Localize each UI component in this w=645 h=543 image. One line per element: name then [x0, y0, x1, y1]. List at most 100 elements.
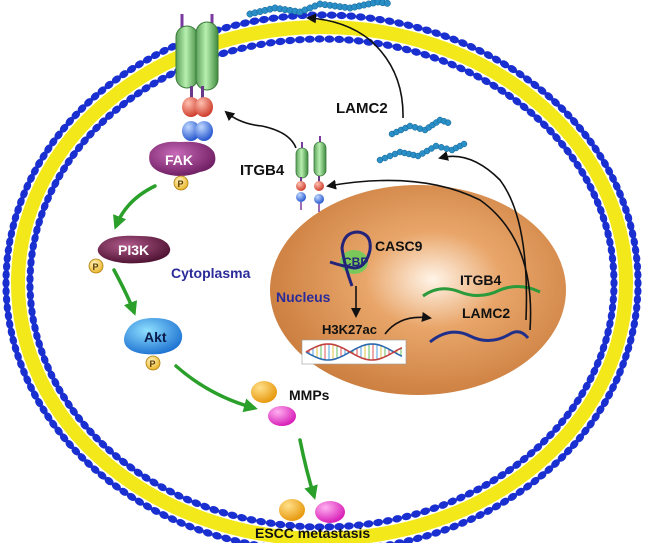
lipid-head: [624, 343, 633, 354]
lipid-head: [304, 35, 315, 43]
lipid-head: [30, 166, 39, 176]
lipid-head: [64, 157, 73, 167]
lipid-head: [191, 499, 202, 508]
lipid-head: [401, 512, 412, 521]
lipid-head: [33, 225, 41, 236]
lipid-head: [275, 520, 286, 529]
lipid-head: [27, 257, 35, 268]
lipid-head: [499, 497, 510, 506]
lipid-head: [44, 144, 53, 154]
lipid-head: [578, 388, 587, 399]
lipid-head: [111, 105, 121, 114]
lipid-head: [382, 41, 393, 49]
lipid-head: [631, 245, 640, 256]
lipid-head: [392, 43, 403, 51]
lipid-head: [35, 158, 44, 169]
lipid-head: [515, 487, 525, 496]
lipid-head: [126, 65, 137, 74]
lipid-head: [563, 410, 572, 420]
lipid-head: [590, 366, 599, 376]
lipid-head: [607, 310, 616, 321]
lipid-head: [275, 37, 286, 46]
lipid-head: [314, 523, 325, 531]
lipid-head: [2, 294, 11, 305]
lipid-head: [47, 186, 56, 196]
lipid-head: [44, 362, 52, 373]
lipid-head: [633, 261, 642, 272]
lipid-head: [551, 98, 560, 107]
lipid-head: [6, 319, 14, 330]
lipid-head: [440, 526, 451, 534]
lipid-head: [475, 46, 485, 55]
lipid-head: [126, 492, 137, 501]
lipid-head: [546, 430, 555, 440]
lipid-head: [411, 48, 421, 56]
lipid-head: [227, 511, 238, 520]
lipid-head: [26, 290, 35, 301]
svg-text:P: P: [150, 359, 156, 369]
lipid-head: [539, 120, 549, 130]
lipid-head: [597, 350, 605, 361]
lipid-head: [631, 310, 640, 321]
lipid-head: [557, 139, 567, 149]
fak-protein: FAK P: [149, 141, 216, 191]
lipid-head: [600, 397, 609, 408]
lipid-head: [411, 510, 421, 518]
lipid-head: [483, 506, 494, 515]
lipid-head: [26, 265, 35, 276]
lipid-head: [134, 497, 145, 506]
lipid-head: [633, 294, 642, 305]
lipid-head: [582, 175, 591, 185]
lipid-head: [265, 39, 276, 47]
lipid-head: [394, 19, 405, 27]
lipid-head: [126, 94, 136, 103]
lipid-head: [458, 519, 468, 527]
lipid-head: [630, 236, 638, 247]
lipid-head: [149, 478, 159, 487]
lipid-head: [343, 36, 354, 44]
lipid-head: [363, 520, 374, 528]
lipid-head: [11, 343, 20, 354]
lipid-head: [230, 21, 241, 29]
lipid-head: [596, 405, 605, 415]
lipid-head: [118, 99, 129, 109]
lipid-head: [256, 40, 267, 49]
lipid-head: [353, 521, 364, 529]
lipid-head: [317, 11, 327, 19]
lipid-head: [591, 412, 600, 422]
lipid-head: [4, 310, 13, 321]
lipid-head: [605, 390, 614, 400]
lipid-head: [28, 249, 36, 260]
lipid-head: [28, 306, 36, 317]
lipid-head: [422, 532, 432, 540]
lipid-head: [74, 143, 84, 153]
lipid-head: [626, 335, 635, 346]
lipid-head: [438, 501, 449, 509]
lipid-head: [185, 522, 195, 531]
lipid-head: [246, 516, 257, 524]
lipid-head: [35, 338, 43, 349]
lipid-head: [447, 497, 458, 506]
lipid-head: [573, 396, 582, 406]
lipid-head: [489, 81, 499, 90]
lipid-head: [119, 487, 129, 496]
lipid-head: [609, 261, 617, 272]
lipid-head: [602, 221, 610, 232]
mmps-cluster: [251, 381, 296, 426]
lipid-head: [608, 253, 617, 264]
lipid-head: [84, 459, 93, 468]
lipid-head: [420, 50, 431, 59]
lipid-head: [2, 278, 10, 288]
lipid-head: [90, 465, 100, 474]
lipid-head: [141, 84, 151, 93]
lipid-head: [523, 482, 533, 491]
lipid-head: [491, 502, 502, 511]
escc-metastasis-label: ESCC metastasis: [255, 525, 370, 541]
lipid-head: [526, 108, 536, 117]
lipid-head: [578, 167, 587, 178]
lipid-head: [30, 390, 39, 400]
lipid-head: [165, 487, 176, 496]
lipid-head: [563, 110, 573, 120]
lipid-head: [64, 399, 73, 409]
lipid-head: [447, 60, 458, 69]
